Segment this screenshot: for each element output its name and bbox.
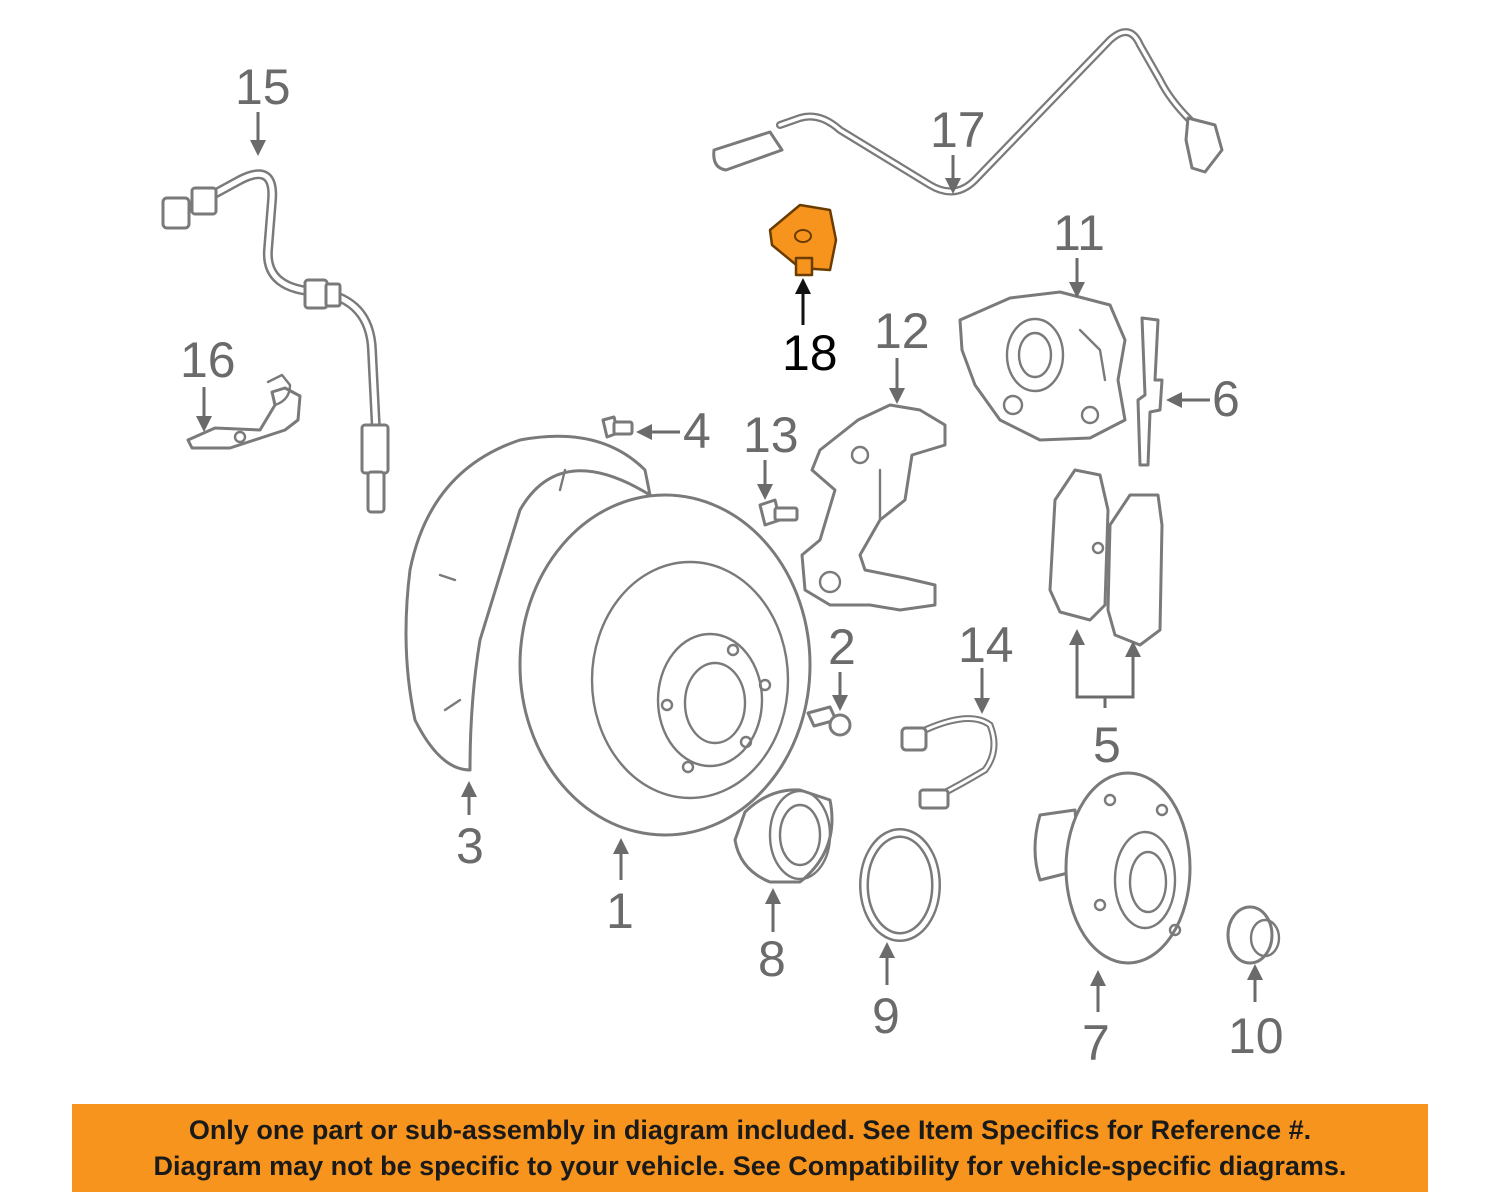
- dust-shield-part: [404, 434, 652, 772]
- callout-3: 3: [456, 818, 484, 874]
- axle-nut-part: [1226, 905, 1281, 965]
- callout-11: 11: [1053, 205, 1105, 261]
- callout-10: 10: [1228, 1008, 1284, 1064]
- caliper-bracket-part: [800, 403, 947, 612]
- callout-7: 7: [1082, 1015, 1110, 1071]
- callout-16: 16: [180, 332, 236, 388]
- disclaimer-line-1: Only one part or sub-assembly in diagram…: [188, 1115, 1312, 1145]
- callout-6: 6: [1212, 371, 1240, 427]
- callout-12: 12: [874, 303, 930, 359]
- callout-13: 13: [743, 407, 799, 463]
- highlighted-clip-part: [768, 203, 838, 277]
- callout-8: 8: [758, 931, 786, 987]
- leader-lines: [196, 112, 1263, 1012]
- disclaimer-line-2: Diagram may not be specific to your vehi…: [153, 1151, 1347, 1181]
- callout-4: 4: [683, 403, 711, 459]
- brake-hose-part: [161, 169, 390, 514]
- callout-1: 1: [606, 883, 634, 939]
- callout-17: 17: [930, 102, 986, 158]
- callout-2: 2: [828, 619, 856, 675]
- shield-screw-part: [601, 415, 634, 439]
- callout-18: 18: [782, 325, 838, 381]
- hose-bracket-part: [186, 373, 302, 450]
- bracket-bolt-part: [758, 498, 799, 527]
- brake-pads-part: [1048, 468, 1164, 647]
- snap-ring-part: [859, 828, 941, 942]
- brake-caliper-part: [958, 290, 1127, 442]
- pad-wear-sensor-part: [900, 715, 998, 810]
- callout-15: 15: [235, 59, 291, 115]
- disclaimer-banner: Only one part or sub-assembly in diagram…: [72, 1104, 1428, 1192]
- rotor-bolt-part: [806, 705, 852, 737]
- wheel-hub-part: [1033, 771, 1192, 965]
- callout-5: 5: [1093, 717, 1121, 773]
- callout-14: 14: [958, 617, 1014, 673]
- wheel-bearing-part: [733, 788, 834, 884]
- wheel-speed-sensor-part: [712, 28, 1224, 196]
- callout-9: 9: [872, 988, 900, 1044]
- anti-rattle-spring-part: [1136, 316, 1164, 467]
- callout-labels: 15 16 17 11 12 6 4 13 18 2 14 5 3 1 8 9 …: [180, 59, 1284, 1071]
- brake-rotor-part: [518, 493, 812, 837]
